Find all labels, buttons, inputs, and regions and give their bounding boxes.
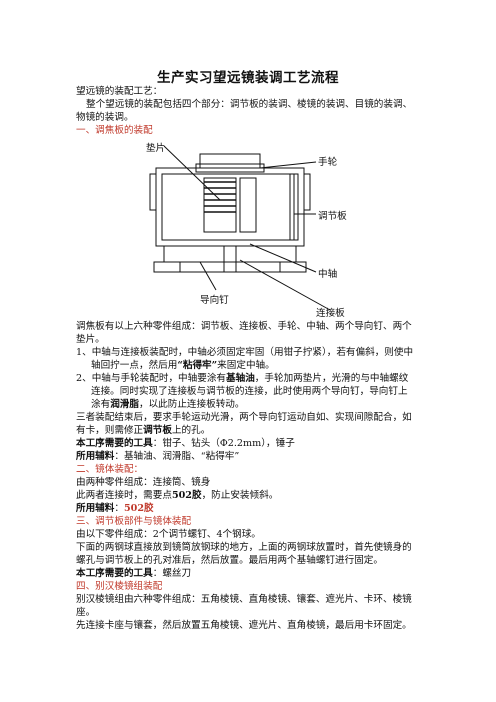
section1-heading: 一、调焦板的装配: [76, 125, 153, 136]
list-item-2: 2、中轴与手轮装配时，中轴要涂有基轴油，手轮加两垫片，光滑的与中轴螺纹: [76, 373, 409, 384]
body-line: 座。: [76, 607, 96, 618]
list-item-1-cont: 轴回拧一点，然后用“粘得牢”来固定中轴。: [91, 360, 275, 371]
label-center-shaft: 中轴: [318, 269, 338, 280]
body-line: 垫片。: [76, 334, 105, 345]
list-item-2-cont: 连接。同时实现了连接板与调节板的连接，此时使用两个导向钉，导向钉上: [91, 386, 408, 397]
label-link-plate: 连接板: [316, 308, 345, 319]
label-adjust-plate: 调节板: [318, 211, 347, 222]
body-line: 调焦板有以上六种零件组成：调节板、连接板、手轮、中轴、两个导向钉、两个: [76, 321, 412, 332]
tools-line: 本工序需要的工具：钳子、钻头（Φ2.2mm），锤子: [76, 438, 295, 449]
body-line: 由两种零件组成：连接筒、镜身: [76, 477, 211, 488]
intro-line: 物镜的装调。: [76, 112, 134, 123]
body-line: 螺孔与调节板上的孔对准后，然后放置。最后用两个基轴螺钉进行固定。: [76, 555, 383, 566]
document-title: 生产实习望远镜装调工艺流程: [157, 70, 339, 86]
list-item-1: 1、中轴与连接板装配时，中轴必须固定牢固（用钳子拧紧），若有偏斜，则使中: [76, 347, 414, 358]
focus-plate-diagram: [149, 145, 331, 311]
body-line: 三者装配结束后，要求手轮运动光滑，两个导向钉运动自如、实现间隙配合，如: [76, 412, 412, 423]
label-handwheel: 手轮: [318, 157, 338, 168]
handwheel-top: [199, 153, 261, 169]
tools-line: 本工序需要的工具：螺丝刀: [76, 568, 192, 579]
intro-line: 望远镜的装配工艺：: [76, 86, 163, 97]
body-line: 先连接卡座与镶套，然后放置五角棱镜、遮光片、直角棱镜，最后用卡环固定。: [76, 620, 412, 631]
section4-heading: 四、别汉棱镜组装配: [76, 581, 163, 592]
link-plate-body: [163, 245, 297, 263]
adjust-plate-body: [155, 167, 305, 247]
body-line: 此两者连接时，需要点502胶，防止安装倾斜。: [76, 490, 279, 501]
body-line: 下面的两钢球直接放到镜筒放钢球的地方，上面的两钢球放置时，首先使镜身的: [76, 542, 412, 553]
label-guide-pin: 导向钉: [200, 295, 229, 306]
body-line: 别汉棱镜组由六种零件组成：五角棱镜、直角棱镜、镶套、遮光片、卡环、棱镜: [76, 594, 412, 605]
aux-line: 所用辅料：基轴油、润滑脂、“粘得牢”: [76, 451, 240, 462]
body-line: 由以下零件组成：2个调节螺钉、4个钢球。: [76, 529, 261, 540]
list-item-2-cont: 涂有润滑脂，以此防止连接板转动。: [91, 399, 245, 410]
section3-heading: 三、调节板部件与镜体装配: [76, 516, 192, 527]
aux-line: 所用辅料：502胶: [76, 503, 154, 514]
body-line: 有卡，则需修正调节板上的孔。: [76, 425, 211, 436]
intro-line: 整个望远镜的装配包括四个部分：调节板的装调、棱镜的装调、目镜的装调、: [86, 99, 413, 110]
section2-heading: 二、镜体装配：: [76, 464, 144, 475]
label-shim: 垫片: [146, 143, 166, 154]
